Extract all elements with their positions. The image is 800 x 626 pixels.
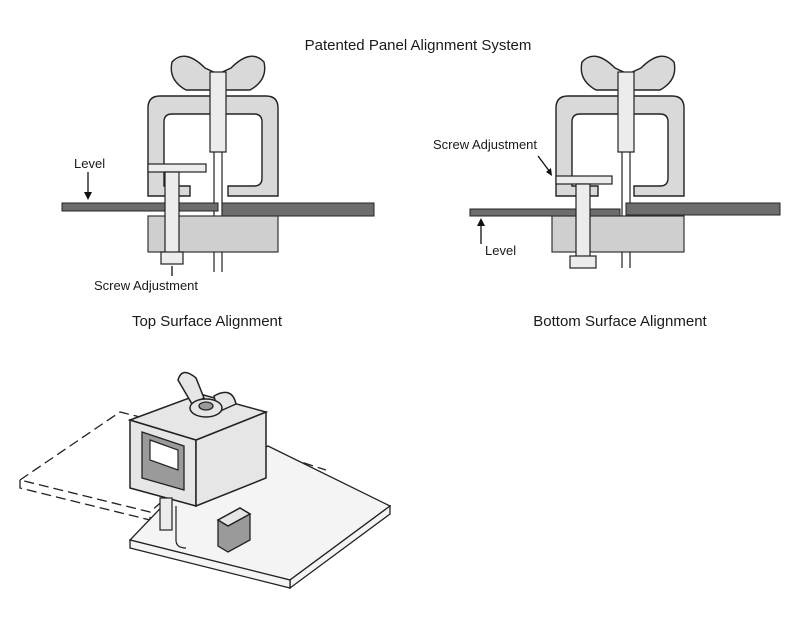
left-caption: Top Surface Alignment xyxy=(132,313,283,330)
adjustment-screw xyxy=(164,171,180,257)
clamp-bolt xyxy=(617,71,635,153)
figure-title: Patented Panel Alignment System xyxy=(305,37,532,54)
clamp-frame xyxy=(555,95,685,197)
right-panel xyxy=(221,202,375,217)
bottom-surface-clamp-diagram: Screw Adjustment Level Bottom Surface Al… xyxy=(433,55,781,330)
isometric-clamp-view xyxy=(18,371,392,590)
wing-nut-icon xyxy=(580,55,676,91)
right-level-label: Level xyxy=(485,243,516,258)
left-panel xyxy=(61,202,219,212)
screw-head xyxy=(569,255,597,269)
adjustment-screw xyxy=(159,497,173,531)
clamp-bolt xyxy=(209,71,227,153)
dashed-panel-left xyxy=(18,411,234,513)
left-screw-label: Screw Adjustment xyxy=(94,278,198,293)
right-screw-leader xyxy=(537,155,551,173)
right-screw-label: Screw Adjustment xyxy=(433,137,537,152)
clamp-frame xyxy=(147,95,279,197)
lower-block xyxy=(551,215,685,253)
top-surface-clamp-diagram: Level Screw Adjustment Top Surface Align… xyxy=(61,55,375,330)
t-bar xyxy=(147,163,207,173)
left-panel xyxy=(469,208,621,217)
t-bar xyxy=(555,175,613,185)
left-level-label: Level xyxy=(74,156,105,171)
screw-head xyxy=(160,251,184,265)
right-panel xyxy=(625,202,781,216)
wing-nut-icon xyxy=(177,371,237,418)
wing-nut-icon xyxy=(170,55,266,91)
adjustment-screw xyxy=(575,183,591,261)
right-caption: Bottom Surface Alignment xyxy=(533,313,707,330)
